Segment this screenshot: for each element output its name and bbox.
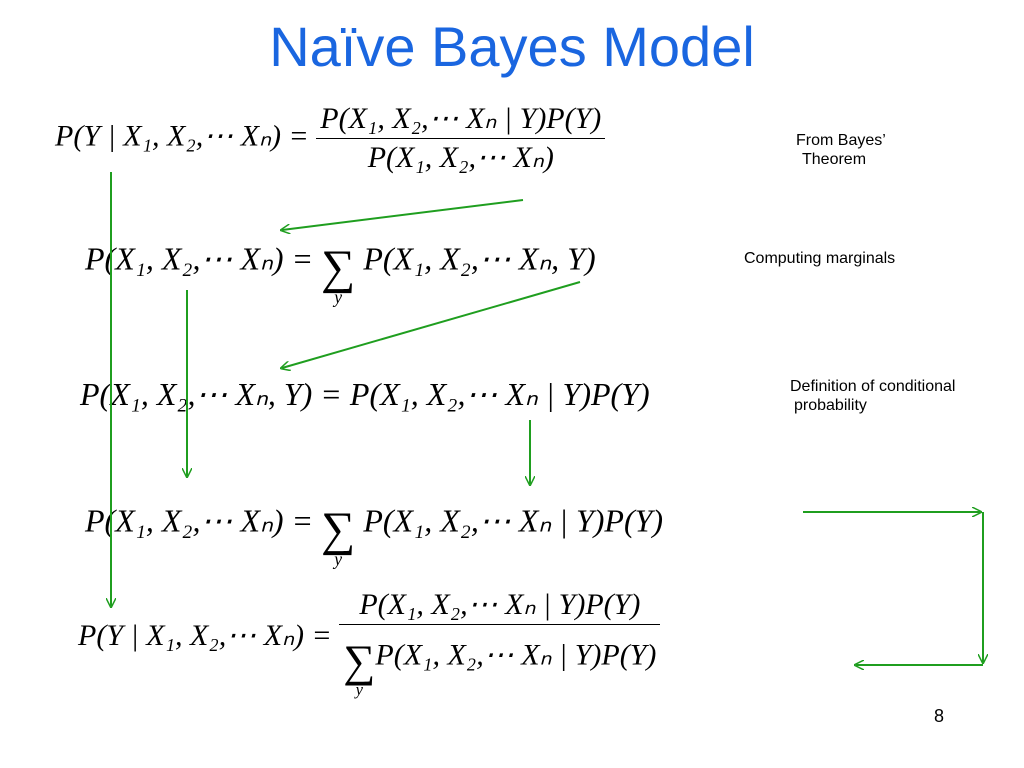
eq2-rhs: P(X₁, X₂,⋯ Xₙ, Y): [363, 240, 596, 277]
eq4-lhs: P(X₁, X₂,⋯ Xₙ) =: [85, 502, 314, 539]
eq5-lhs: P(Y | X₁, X₂,⋯ Xₙ) =: [78, 618, 332, 652]
equation-conditional: P(X₁, X₂,⋯ Xₙ, Y) = P(X₁, X₂,⋯ Xₙ | Y)P(…: [80, 376, 650, 412]
arrow-den-to-marginal: [282, 199, 524, 230]
equation-naive-bayes: P(Y | X₁, X₂,⋯ Xₙ) = P(X₁, X₂,⋯ Xₙ | Y)P…: [78, 588, 661, 697]
slide-title: Naïve Bayes Model: [269, 15, 755, 78]
note-from-bayes-line2: Theorem: [802, 151, 867, 169]
eq4-sum: ∑ y: [321, 503, 356, 570]
sum-sign-icon: ∑: [343, 636, 376, 686]
eq5-sum-index: y: [355, 679, 363, 699]
eq2-lhs: P(X₁, X₂,⋯ Xₙ) =: [85, 240, 314, 277]
equation-bayes: P(Y | X₁, X₂,⋯ Xₙ) = P(X₁, X₂,⋯ Xₙ | Y)P…: [55, 102, 606, 174]
equation-marginal-expanded: P(X₁, X₂,⋯ Xₙ) = ∑ y P(X₁, X₂,⋯ Xₙ | Y)P…: [85, 494, 664, 568]
note-definition-line1: Definition of conditional: [790, 378, 956, 395]
eq2-sum-index: y: [334, 287, 343, 308]
eq5-sum: ∑ y: [343, 636, 376, 699]
arrow-joint-to-conditional: [282, 281, 581, 368]
eq1-lhs: P(Y | X₁, X₂,⋯ Xₙ) =: [55, 119, 309, 153]
note-from-bayes: From Bayes’ Theorem: [796, 131, 886, 169]
eq4-rhs: P(X₁, X₂,⋯ Xₙ | Y)P(Y): [363, 502, 664, 539]
equation-marginal: P(X₁, X₂,⋯ Xₙ) = ∑ y P(X₁, X₂,⋯ Xₙ, Y): [85, 232, 596, 306]
page-number: 8: [933, 706, 944, 726]
eq5-denominator-term: P(X₁, X₂,⋯ Xₙ | Y)P(Y): [375, 638, 657, 672]
eq1-fraction: P(X₁, X₂,⋯ Xₙ | Y)P(Y) P(X₁, X₂,⋯ Xₙ): [316, 102, 606, 174]
note-definition: Definition of conditional probability: [790, 377, 955, 415]
eq5-numerator: P(X₁, X₂,⋯ Xₙ | Y)P(Y): [359, 588, 641, 621]
note-computing-marginals: Computing marginals: [744, 250, 896, 267]
sum-sign-icon: ∑: [321, 241, 356, 294]
eq1-fraction-bar: [316, 138, 606, 139]
eq1-numerator: P(X₁, X₂,⋯ Xₙ | Y)P(Y): [320, 102, 602, 135]
eq5-fraction: P(X₁, X₂,⋯ Xₙ | Y)P(Y) ∑ y P(X₁, X₂,⋯ Xₙ…: [339, 588, 661, 697]
eq2-sum: ∑ y: [321, 241, 356, 308]
eq1-denominator: P(X₁, X₂,⋯ Xₙ): [367, 141, 554, 174]
eq5-fraction-bar: [339, 624, 661, 625]
eq4-sum-index: y: [334, 549, 343, 570]
note-definition-line2: probability: [794, 397, 867, 415]
eq5-denominator: ∑ y P(X₁, X₂,⋯ Xₙ | Y)P(Y): [339, 629, 660, 697]
note-from-bayes-line1: From Bayes’: [796, 132, 886, 149]
sum-sign-icon: ∑: [321, 503, 356, 556]
